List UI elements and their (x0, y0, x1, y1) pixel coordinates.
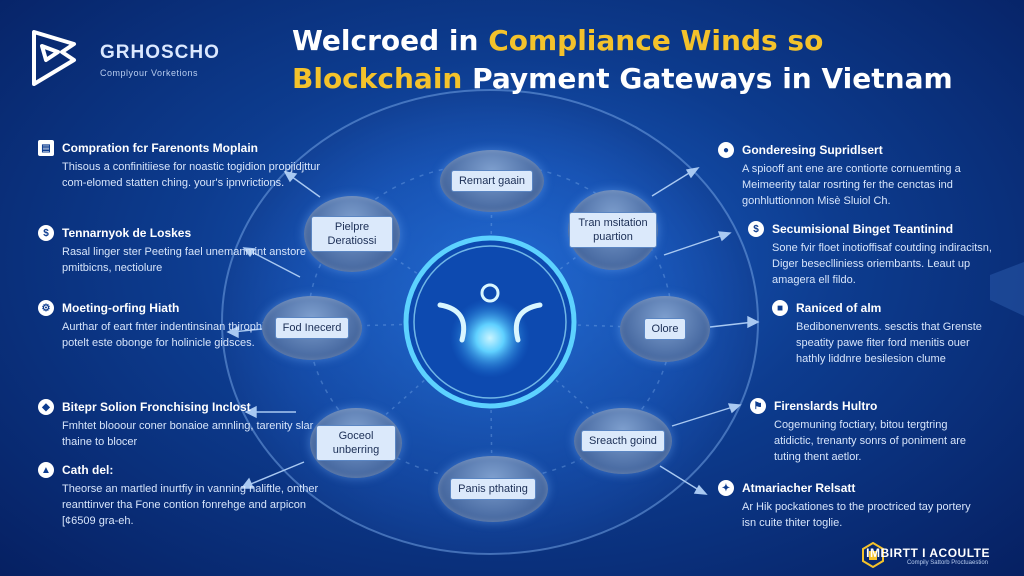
item-title: Secumisional Binget Teantinind (772, 222, 954, 236)
right-item-3: ■ Raniced of alm Bedibonenvrents. sescti… (772, 300, 996, 367)
right-item-1: ● Gonderesing Supridlsert A spiooff ant … (718, 142, 982, 209)
left-item-3: ⚙ Moeting-orfing Hiath Aurthar of eart f… (38, 300, 332, 351)
footer-tagline: Compily Sattorb Proctuaestion (906, 560, 988, 566)
left-item-2: $ Tennarnyok de Loskes Rasal linger ster… (38, 225, 332, 276)
item-title: Firenslards Hultro (774, 399, 878, 413)
badge-icon: $ (38, 225, 54, 241)
node-label: Goceol unberring (316, 425, 396, 461)
item-description: Thisous a confinitiiese for noastic togi… (62, 161, 321, 189)
footer-brand: IMBIRTT I ACOULTE (866, 546, 990, 560)
footer-logo-icon (862, 542, 884, 568)
wheel-node-left: Fod Inecerd (262, 296, 362, 360)
right-item-2: $ Secumisional Binget Teantinind Sone fv… (748, 221, 996, 288)
node-label: Panis pthating (450, 478, 536, 500)
item-description: Aurthar of eart fnter indentinsinan thir… (62, 321, 306, 349)
brand-tagline: Complyour Vorketions (100, 68, 199, 78)
item-description: Ar Hik pockationes to the proctriced tay… (742, 501, 971, 529)
title-highlight: Compliance Winds so (488, 24, 824, 57)
wheel-node-bottom-right: Sreacth goind (574, 408, 672, 474)
right-item-4: ⚑ Firenslards Hultro Cogemuning foctiary… (750, 398, 984, 465)
left-item-4: ◆ Bitepr Solion Fronchising Inclost Fmht… (38, 399, 332, 450)
document-icon: ▤ (38, 140, 54, 156)
node-label: Olore (643, 318, 687, 340)
gear-icon: ⚙ (38, 300, 54, 316)
lock-icon: ■ (772, 300, 788, 316)
node-label: Tran msitation puartion (569, 212, 657, 248)
wheel-node-top: Remart gaain (440, 150, 544, 212)
item-title: Moeting-orfing Hiath (62, 301, 180, 315)
title-text: Payment Gateways in Vietnam (462, 62, 953, 95)
page-title-line2: Blockchain Payment Gateways in Vietnam (292, 62, 953, 95)
wheel-node-bottom: Panis pthating (438, 456, 548, 522)
item-title: Cath del: (62, 463, 114, 477)
shield-icon: ◆ (38, 399, 54, 415)
item-description: Fmhtet blooour coner bonaioe amnling, ta… (62, 420, 314, 448)
page-title-line1: Welcroed in Compliance Winds so (292, 24, 823, 57)
wheel-node-bottom-left: Goceol unberring (310, 408, 402, 478)
item-title: Atmariacher Relsatt (742, 481, 856, 495)
node-label: Fod Inecerd (274, 317, 350, 339)
user-icon: ● (718, 142, 734, 158)
item-title: Raniced of alm (796, 301, 882, 315)
people-icon: ✦ (718, 480, 734, 496)
item-description: Rasal linger ster Peeting fael unemanmin… (62, 246, 306, 274)
item-description: Bedibonenvrents. sesctis that Grenste sp… (796, 321, 982, 365)
node-label: Sreacth goind (581, 430, 665, 452)
item-description: Sone fvir floet inotioffisaf coutding in… (772, 242, 992, 286)
title-highlight: Blockchain (292, 62, 463, 95)
item-title: Compration fcr Farenonts Moplain (62, 141, 259, 155)
chart-icon: ▲ (38, 462, 54, 478)
title-text: Welcroed in (292, 24, 489, 57)
left-item-5: ▲ Cath del: Theorse an martled inurtfiy … (38, 462, 332, 529)
node-label: Remart gaain (450, 170, 534, 192)
brand-logo-icon (32, 30, 76, 86)
left-item-1: ▤ Compration fcr Farenonts Moplain Thiso… (38, 140, 332, 191)
node-label: Pielpre Deratiossi (311, 216, 393, 252)
item-title: Tennarnyok de Loskes (62, 226, 192, 240)
item-description: A spiooff ant ene are contiorte cornuemt… (742, 163, 961, 207)
flag-icon: ⚑ (750, 398, 766, 414)
item-title: Bitepr Solion Fronchising Inclost (62, 400, 251, 414)
brand-name: GRHOSCHO (100, 42, 220, 63)
wheel-node-right: Olore (620, 296, 710, 362)
item-title: Gonderesing Supridlsert (742, 143, 883, 157)
wheel-node-top-right: Tran msitation puartion (568, 190, 658, 270)
dollar-icon: $ (748, 221, 764, 237)
wheel-node-top-left: Pielpre Deratiossi (304, 196, 400, 272)
item-description: Cogemuning foctiary, bitou tergtring ati… (774, 419, 966, 463)
right-item-5: ✦ Atmariacher Relsatt Ar Hik pockationes… (718, 480, 982, 531)
item-description: Theorse an martled inurtfiy in vanning n… (62, 483, 319, 527)
